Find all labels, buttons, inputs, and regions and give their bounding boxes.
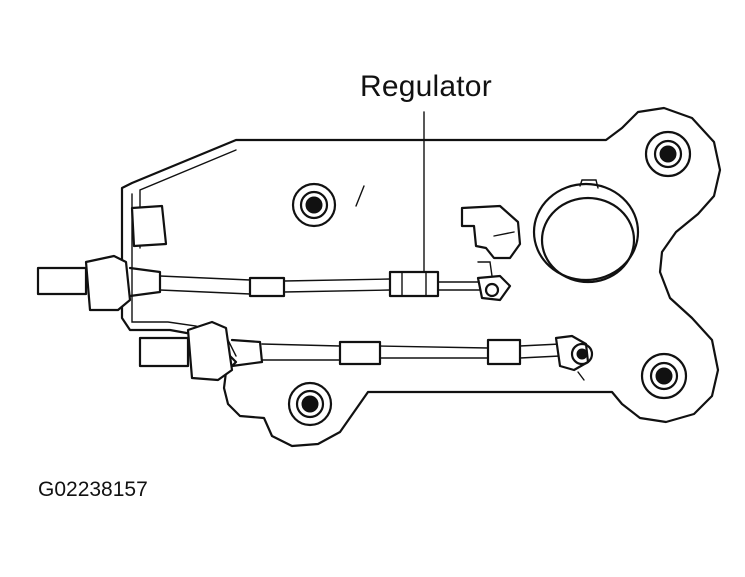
mount-hole-bottom-right (640, 352, 688, 400)
mount-hole-bottom-left (287, 381, 333, 427)
tick-mark (355, 185, 365, 207)
upper-cable (36, 254, 512, 312)
mount-hole-top-right (644, 130, 692, 178)
drum-bracket (460, 204, 522, 260)
lower-cable (138, 320, 594, 382)
mounting-plate (120, 106, 722, 448)
callout-label-regulator: Regulator (360, 70, 492, 103)
mount-hole-top-left (291, 182, 337, 228)
figure-id: G02238157 (38, 478, 148, 501)
cable-drum (532, 179, 640, 284)
inner-bracket (131, 193, 237, 357)
bracket-tab (130, 204, 168, 248)
